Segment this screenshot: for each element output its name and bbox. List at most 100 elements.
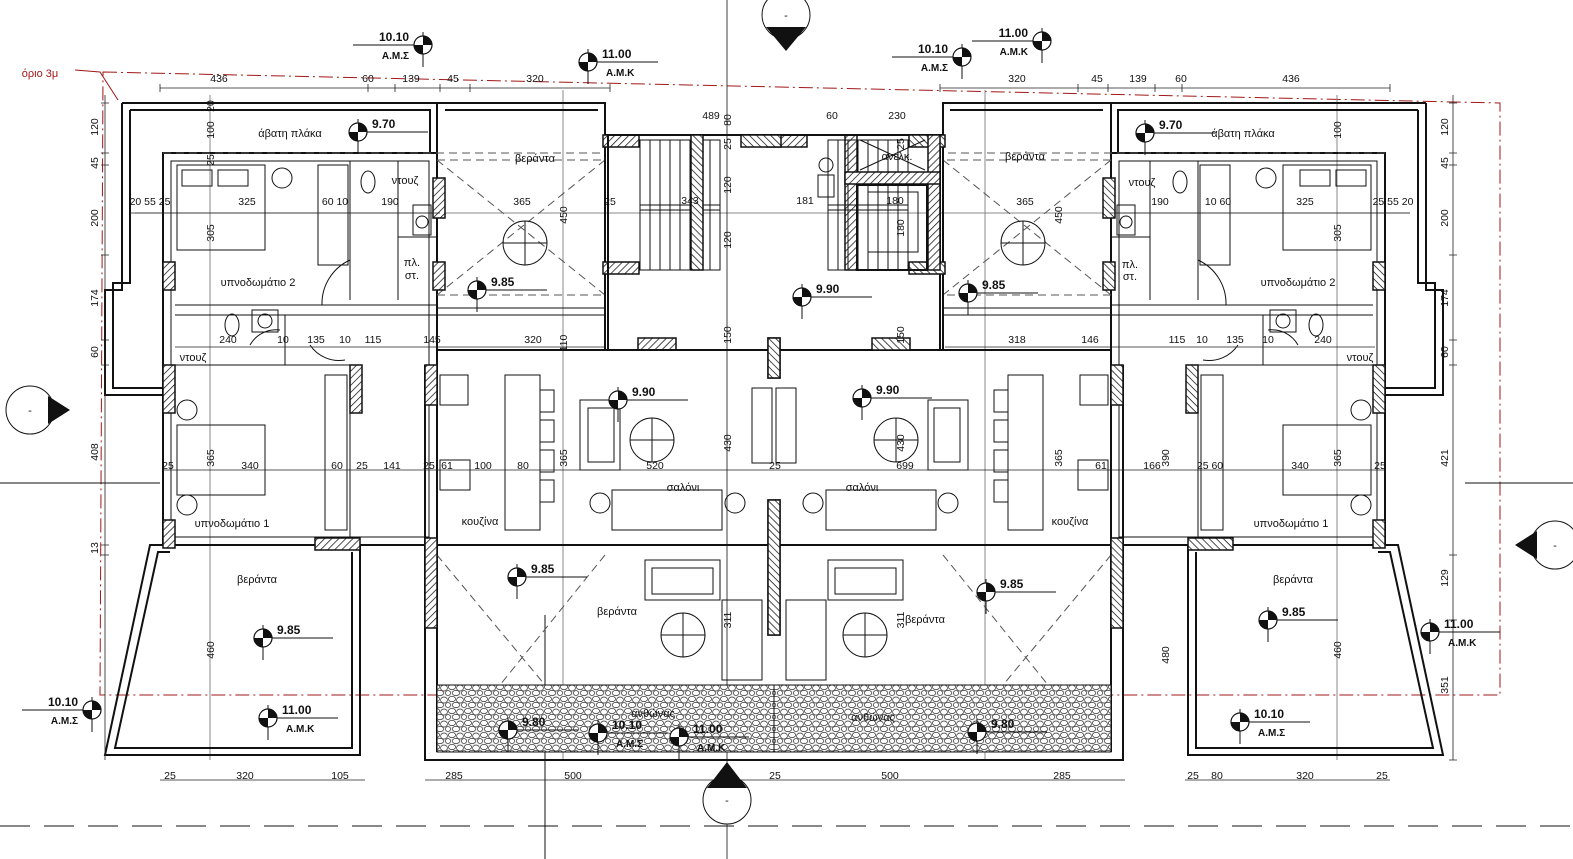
level-marker-icon bbox=[852, 385, 932, 420]
level-marker-icon bbox=[608, 387, 688, 422]
section-marker-label: - bbox=[725, 795, 729, 807]
dimension-value: 325 bbox=[1296, 196, 1314, 208]
level-marker-icon bbox=[507, 564, 587, 599]
room-label: σαλόνι bbox=[846, 482, 879, 494]
level-value: 9.90 bbox=[876, 383, 900, 397]
dimension-value: 240 bbox=[1314, 334, 1332, 346]
level-value: 10.10 bbox=[1254, 707, 1284, 721]
dimension-value: 150 bbox=[895, 326, 907, 344]
room-label: ανελκ. bbox=[882, 151, 913, 163]
dimension-value: 200 bbox=[1439, 209, 1451, 227]
level-tag: Α.Μ.Σ bbox=[382, 51, 409, 62]
level-marker-icon bbox=[22, 697, 102, 732]
dimension-value: 240 bbox=[219, 334, 237, 346]
dimension-value: 80 bbox=[722, 114, 734, 126]
level-marker-icon bbox=[967, 719, 1047, 754]
dimension-value: 110 bbox=[558, 334, 570, 351]
dimension-value: 320 bbox=[526, 73, 544, 85]
dimension-value: 60 bbox=[362, 73, 374, 85]
level-value: 9.80 bbox=[522, 715, 546, 729]
dimension-value: 174 bbox=[1439, 289, 1451, 307]
dimension-value: 408 bbox=[89, 443, 101, 461]
level-value: 9.85 bbox=[1282, 605, 1306, 619]
dimension-value: 450 bbox=[1053, 206, 1065, 224]
dimension-value: 480 bbox=[1160, 646, 1172, 664]
dimension-value: 60 bbox=[89, 346, 101, 358]
dimension-value: 365 bbox=[1053, 449, 1065, 467]
level-marker-icon bbox=[1420, 619, 1500, 654]
dimension-value: 340 bbox=[241, 460, 259, 472]
level-marker-icon bbox=[892, 44, 972, 79]
level-value: 9.85 bbox=[531, 562, 555, 576]
double-bed bbox=[176, 424, 266, 496]
section-marker-icon bbox=[702, 762, 752, 825]
dimension-value: 135 bbox=[1226, 334, 1244, 346]
dimension-value: 25 bbox=[1374, 460, 1386, 472]
dimension-value: 100 bbox=[205, 121, 217, 139]
room-label: βεράντα bbox=[237, 574, 278, 586]
dimension-value: 174 bbox=[89, 289, 101, 307]
room-label: στ. bbox=[405, 270, 419, 282]
dimension-value: 13 bbox=[89, 542, 101, 554]
room-label: όριο 3μ bbox=[22, 68, 58, 80]
level-marker-icon bbox=[958, 280, 1038, 315]
dimension-value: 320 bbox=[1296, 770, 1314, 782]
room-label: βεράντα bbox=[1005, 151, 1046, 163]
dimension-value: 489 bbox=[702, 110, 720, 122]
dimension-value: 60 bbox=[331, 460, 343, 472]
dimension-value: 115 bbox=[1169, 334, 1186, 346]
dimension-value: 139 bbox=[402, 73, 420, 85]
level-value: 11.00 bbox=[1444, 617, 1474, 631]
room-label: πλ. bbox=[404, 257, 420, 269]
dimension-value: 365 bbox=[1016, 196, 1034, 208]
room-label: ανθώνας bbox=[631, 708, 675, 720]
dimension-value: 390 bbox=[1160, 449, 1172, 467]
dimension-value: 365 bbox=[513, 196, 531, 208]
dimension-value: 311 bbox=[895, 611, 907, 628]
dimension-value: 500 bbox=[564, 770, 582, 782]
level-value: 9.85 bbox=[277, 623, 301, 637]
dimension-value: 25 bbox=[164, 770, 176, 782]
room-label: ανθώνας bbox=[851, 712, 895, 724]
dimension-value: 180 bbox=[886, 195, 904, 207]
dimension-value: 10 bbox=[1262, 334, 1274, 346]
level-value: 9.90 bbox=[632, 385, 656, 399]
level-value: 9.85 bbox=[1000, 577, 1024, 591]
level-tag: Α.Μ.Κ bbox=[697, 743, 726, 754]
dimension-value: 340 bbox=[1291, 460, 1309, 472]
room-label: πλ. bbox=[1122, 259, 1138, 271]
section-marker-label: - bbox=[1553, 540, 1557, 552]
room-label: υπνοδωμάτιο 2 bbox=[1261, 277, 1336, 289]
room-label: κουζίνα bbox=[462, 516, 499, 528]
level-marker-icon bbox=[1230, 709, 1310, 744]
room-label: σαλόνι bbox=[667, 482, 700, 494]
level-value: 9.85 bbox=[982, 278, 1006, 292]
level-tag: Α.Μ.Κ bbox=[1000, 47, 1029, 58]
level-value: 9.70 bbox=[372, 117, 396, 131]
level-marker-icon bbox=[467, 277, 547, 312]
dimension-value: 115 bbox=[365, 334, 382, 346]
dimension-value: 10 bbox=[277, 334, 289, 346]
level-marker-icon bbox=[976, 579, 1056, 614]
dimension-value: 320 bbox=[1008, 73, 1026, 85]
double-bed bbox=[176, 164, 266, 251]
level-marker-icon bbox=[1135, 120, 1215, 155]
section-marker-icon bbox=[761, 0, 811, 51]
room-label: ντουζ bbox=[180, 352, 207, 364]
level-value: 10.10 bbox=[379, 30, 409, 44]
dimension-value: 320 bbox=[236, 770, 254, 782]
dimension-value: 100 bbox=[1332, 121, 1344, 139]
dimension-value: 25 bbox=[604, 196, 616, 208]
dimension-value: 100 bbox=[474, 460, 492, 472]
dimension-value: 25 bbox=[356, 460, 368, 472]
dimension-value: 120 bbox=[722, 176, 734, 194]
dimension-value: 150 bbox=[722, 326, 734, 344]
dimension-value: 20 bbox=[205, 100, 217, 112]
dimension-value: 10 bbox=[339, 334, 351, 346]
dimension-value: 460 bbox=[205, 641, 217, 659]
level-value: 11.00 bbox=[693, 722, 723, 736]
dimension-value: 190 bbox=[1151, 196, 1169, 208]
dimension-value: 141 bbox=[383, 460, 401, 472]
level-value: 11.00 bbox=[999, 26, 1029, 40]
dimension-value: 61 bbox=[1095, 460, 1107, 472]
